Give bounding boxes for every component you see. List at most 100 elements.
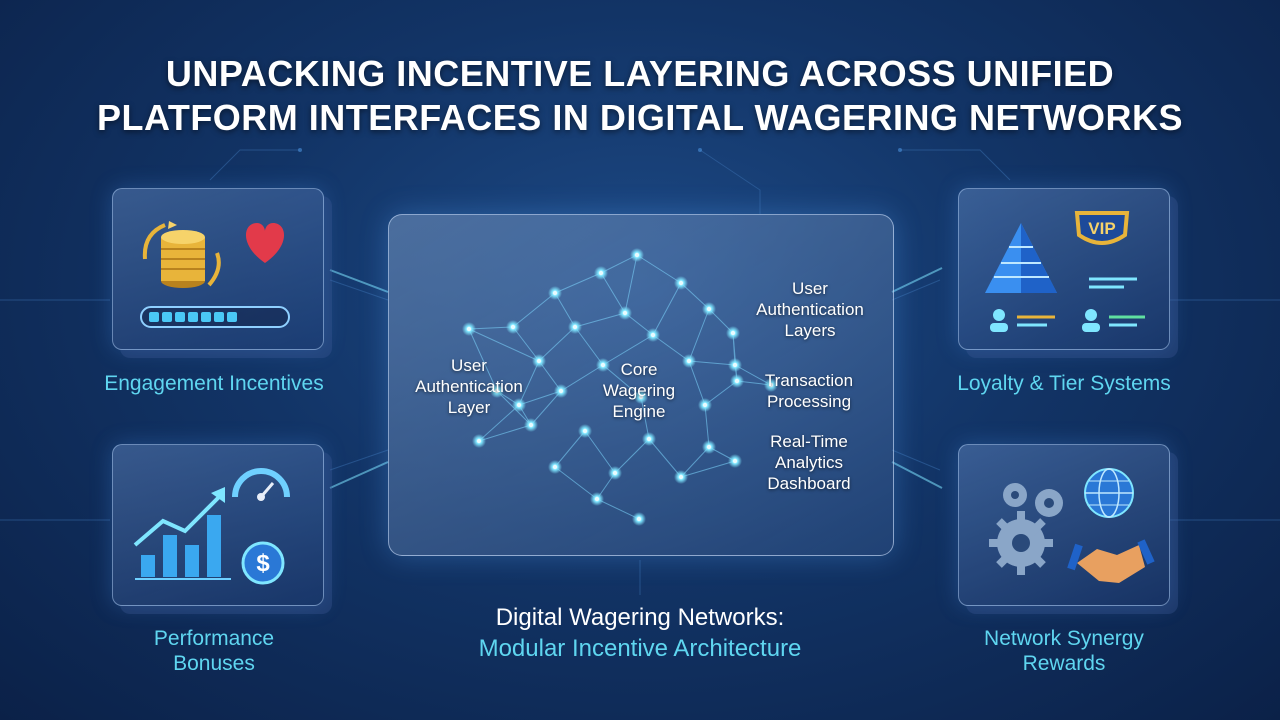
network-edge [530,390,562,426]
network-node [536,358,542,364]
svg-text:$: $ [256,550,270,577]
engagement-incentives-label: Engagement Incentives [104,372,324,395]
network-synergy-label-line-2: Rewards [1022,652,1106,675]
right-top-node-line-2: Authentication [756,300,864,319]
core-node-label: Core Wagering Engine [579,359,699,422]
network-node [732,458,738,464]
performance-bonuses-label-line-1: Performance [153,627,275,650]
network-node [558,388,564,394]
network-node [734,378,740,384]
network-node [706,306,712,312]
network-edge [518,360,540,406]
performance-bonuses-label: Performance Bonuses [74,626,354,676]
network-node [730,330,736,336]
title-line-1: UNPACKING INCENTIVE LAYERING ACROSS UNIF… [165,53,1115,94]
network-edge [680,460,736,478]
right-bottom-node-line-3: Dashboard [767,474,851,493]
engagement-incentives-panel [112,188,324,350]
performance-bonuses-panel: $ [112,444,324,606]
network-edge [468,328,540,362]
network-node [528,422,534,428]
network-edge [596,498,640,520]
left-node-line-1: User [451,356,487,375]
network-node [612,470,618,476]
dollar-coin-icon: $ [241,541,285,585]
right-top-node-label: User Authentication Layers [735,278,885,341]
network-node [636,516,642,522]
network-edge [512,326,540,362]
heart-icon [245,223,285,263]
network-edge [584,430,616,474]
handshake-icon [1067,539,1155,583]
network-node [634,252,640,258]
network-edge [640,396,650,440]
network-node [646,436,652,442]
right-top-node-line-3: Layers [784,321,836,340]
network-edge [478,424,532,442]
network-node [552,464,558,470]
network-node [572,324,578,330]
network-edge [624,254,638,314]
performance-bonuses-label-line-2: Bonuses [173,652,255,675]
network-edge [602,364,642,398]
progress-bar [140,306,290,328]
network-edge [652,282,682,336]
caption-line-1: Digital Wagering Networks: [495,604,785,631]
network-edge [538,326,576,362]
vip-shield-icon: VIP [1074,211,1130,245]
network-node [622,310,628,316]
caption-line-2: Modular Incentive Architecture [478,635,802,662]
core-node-line-3: Engine [612,402,666,421]
user-icon-2 [1082,309,1145,332]
network-edge [614,438,650,474]
globe-icon [1084,468,1134,518]
network-edge [652,334,690,362]
user-icon [990,309,1055,332]
network-edge [688,360,706,406]
right-top-node-line-1: User [792,279,828,298]
network-edge [560,364,604,392]
network-node [466,326,472,332]
network-edge [468,328,498,392]
network-synergy-label-line-1: Network Synergy [984,627,1144,650]
network-node [582,428,588,434]
network-node [768,382,774,388]
network-edge [554,430,586,468]
network-edge [518,390,562,406]
network-edge [512,292,556,328]
network-edge [574,326,604,366]
network-edge [602,334,654,366]
network-edge [600,272,626,314]
gears-icon [989,483,1063,575]
network-edge [478,404,520,442]
network-node [650,332,656,338]
network-node [494,388,500,394]
network-node [594,496,600,502]
gauge-icon [232,468,290,501]
right-mid-node-line-2: Processing [766,392,852,411]
network-node [706,444,712,450]
left-node-line-3: Layer [447,398,491,417]
network-node [516,402,522,408]
loyalty-tier-label: Loyalty & Tier Systems [957,372,1171,395]
right-mid-node-label: Transaction Processing [741,370,877,412]
right-bottom-node-line-1: Real-Time [770,432,848,451]
network-node [732,362,738,368]
network-edge [554,272,602,294]
network-node [638,394,644,400]
network-edge [688,308,710,362]
network-node [552,290,558,296]
network-node [678,474,684,480]
network-node [678,280,684,286]
diagram-caption: Digital Wagering Networks: Modular Incen… [380,602,900,664]
right-mid-node-line-1: Transaction [764,371,854,390]
right-bottom-node-label: Real-Time Analytics Dashboard [741,431,877,494]
network-node [600,362,606,368]
network-edge [554,466,598,500]
left-node-line-2: Authentication [415,377,523,396]
network-edge [704,404,710,448]
core-node-line-2: Wagering [602,381,676,400]
network-node [476,438,482,444]
left-node-label: User Authentication Layer [399,355,539,418]
